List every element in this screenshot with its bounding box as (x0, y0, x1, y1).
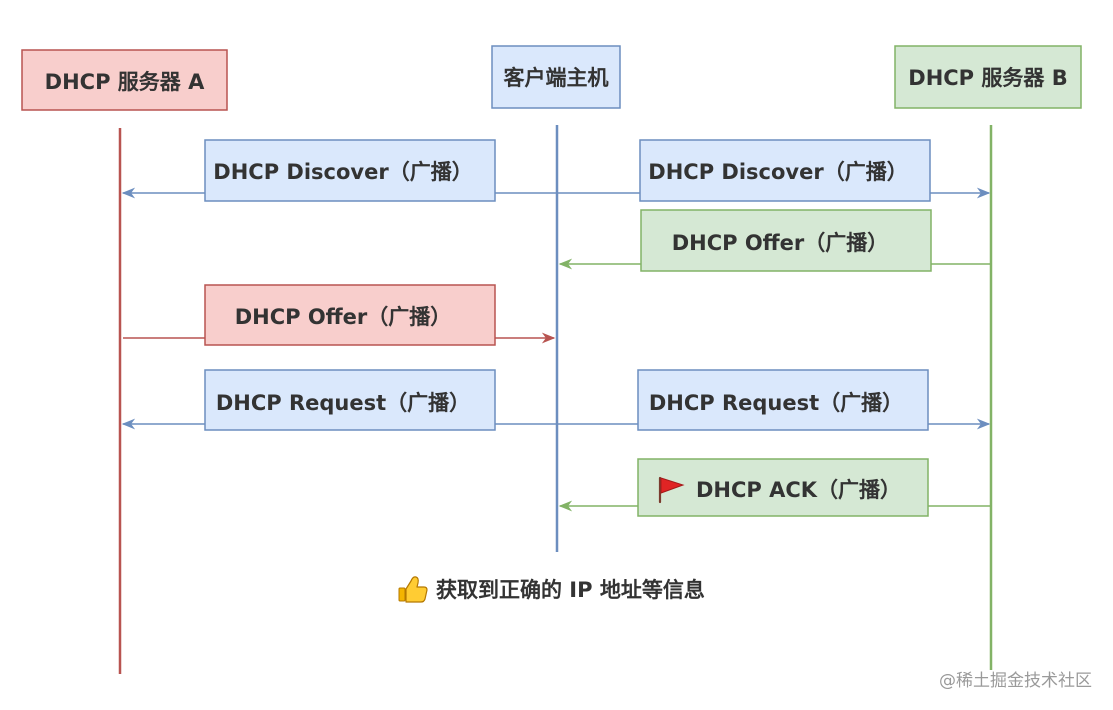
client-label: 客户端主机 (504, 66, 609, 90)
request-to-server-b: DHCP Request（广播） (557, 369, 991, 431)
request-b-box (637, 369, 929, 431)
result-note: 获取到正确的 IP 地址等信息 (398, 576, 705, 603)
server-b-actor: DHCP 服务器 B (894, 45, 1082, 109)
watermark: @稀土掘金技术社区 (939, 671, 1092, 691)
discover-to-server-b: DHCP Discover（广播） (557, 139, 991, 202)
red-flag-icon (658, 476, 685, 504)
request-a-box (204, 369, 496, 431)
ack-box (637, 458, 929, 517)
offer-b-label: DHCP Offer（广播） (672, 231, 889, 255)
request-to-server-a: DHCP Request（广播） (121, 369, 557, 431)
discover-b-box (639, 139, 931, 202)
request-a-label: DHCP Request（广播） (216, 391, 470, 415)
discover-a-box (204, 139, 496, 202)
offer-a-box (204, 284, 496, 346)
discover-to-server-a: DHCP Discover（广播） (121, 139, 557, 202)
offer-a-label: DHCP Offer（广播） (235, 305, 452, 329)
ack-label: DHCP ACK（广播） (696, 478, 901, 502)
thumbs-up-icon (398, 576, 428, 603)
result-note-text: 获取到正确的 IP 地址等信息 (436, 578, 705, 602)
discover-b-label: DHCP Discover（广播） (648, 160, 907, 184)
ack-from-server-b: DHCP ACK（广播） (558, 458, 991, 517)
server-b-label: DHCP 服务器 B (908, 66, 1067, 90)
discover-a-label: DHCP Discover（广播） (213, 160, 472, 184)
offer-from-server-b: DHCP Offer（广播） (558, 209, 991, 272)
server-a-label: DHCP 服务器 A (45, 70, 205, 94)
offer-b-box (640, 209, 932, 272)
client-actor: 客户端主机 (491, 45, 621, 109)
request-b-label: DHCP Request（广播） (649, 391, 903, 415)
server-a-actor: DHCP 服务器 A (21, 49, 228, 111)
offer-from-server-a: DHCP Offer（广播） (123, 284, 556, 346)
